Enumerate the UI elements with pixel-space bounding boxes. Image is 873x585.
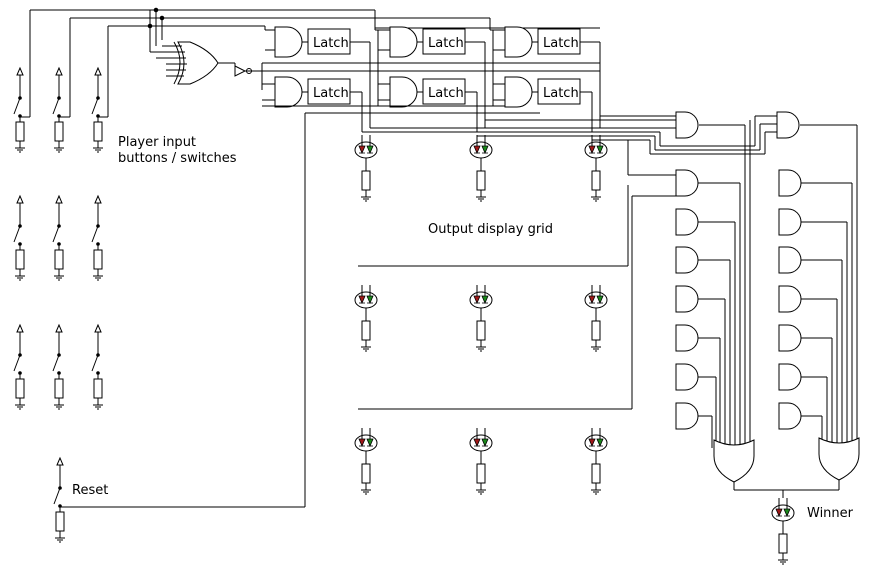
win-detection xyxy=(362,111,860,498)
latch-labels: Latch Latch Latch Latch Latch Latch xyxy=(313,36,579,101)
reset-switch xyxy=(54,113,306,542)
parity-gate xyxy=(150,41,600,90)
latch-label: Latch xyxy=(543,36,579,51)
latch-label: Latch xyxy=(313,86,349,101)
latch-bank xyxy=(262,26,601,132)
latch-label: Latch xyxy=(428,36,464,51)
top-bus-wires xyxy=(30,7,600,52)
player-input-label-line1: Player input xyxy=(118,135,197,150)
winner-label: Winner xyxy=(807,506,854,521)
latch-label: Latch xyxy=(543,86,579,101)
led-grid xyxy=(355,135,632,494)
latch-label: Latch xyxy=(313,36,349,51)
player-switch-grid xyxy=(14,10,109,409)
output-display-label: Output display grid xyxy=(428,222,554,237)
winner-led xyxy=(772,498,794,564)
player-input-label-line2: buttons / switches xyxy=(118,151,237,166)
player-input-label: Player input buttons / switches xyxy=(118,135,237,167)
latch-label: Latch xyxy=(428,86,464,101)
reset-label: Reset xyxy=(72,483,109,498)
